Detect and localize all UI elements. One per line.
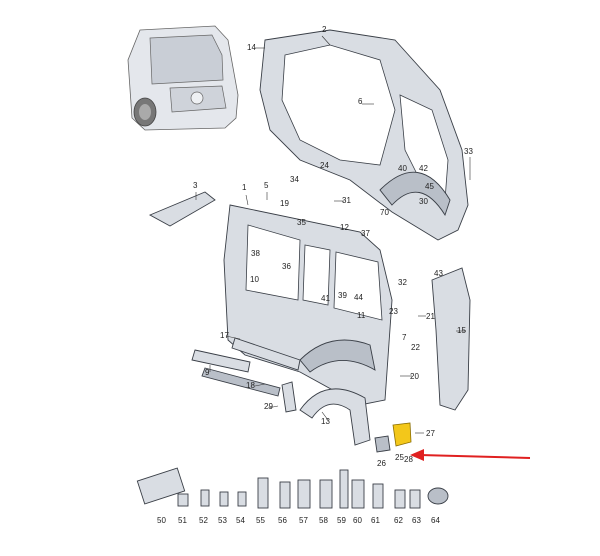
callout-label: 53 [218, 516, 227, 525]
callout-label: 52 [199, 516, 208, 525]
callout-label: 33 [464, 147, 473, 156]
callout-label: 5 [264, 181, 269, 190]
callout-label: 61 [371, 516, 380, 525]
callout-label: 29 [264, 402, 273, 411]
callout-label: 15 [457, 326, 466, 335]
callout-labels: 1 2 3 5 6 7 9 10 11 12 13 14 15 17 18 19… [157, 25, 473, 525]
callout-label: 44 [354, 293, 363, 302]
wheel-arch-liner [299, 388, 371, 446]
sill-strip-18 [201, 367, 281, 397]
callout-label: 59 [337, 516, 346, 525]
callout-label: 37 [361, 229, 370, 238]
callout-label: 56 [278, 516, 287, 525]
callout-label: 30 [419, 197, 428, 206]
sill-strip-9 [191, 349, 251, 373]
callout-label: 9 [205, 368, 210, 377]
leader-lines [195, 35, 471, 434]
callout-label: 40 [398, 164, 407, 173]
highlighted-part-25[interactable] [392, 422, 412, 447]
callout-label: 17 [220, 331, 229, 340]
callout-label: 62 [394, 516, 403, 525]
callout-label: 14 [247, 43, 256, 52]
vehicle-thumbnail [127, 25, 239, 131]
callout-label: 2 [322, 25, 327, 34]
callout-label: 28 [404, 455, 413, 464]
callout-label: 20 [410, 372, 419, 381]
callout-label: 18 [246, 381, 255, 390]
callout-label: 25 [395, 453, 404, 462]
callout-label: 19 [280, 199, 289, 208]
callout-label: 55 [256, 516, 265, 525]
callout-label: 6 [358, 97, 363, 106]
callout-label: 12 [340, 223, 349, 232]
callout-label: 21 [426, 312, 435, 321]
callout-label: 27 [426, 429, 435, 438]
callout-label: 43 [434, 269, 443, 278]
callout-label: 51 [178, 516, 187, 525]
callout-label: 41 [321, 294, 330, 303]
highlight-arrow [410, 449, 531, 461]
callout-label: 23 [389, 307, 398, 316]
roof-rail-strip [148, 191, 216, 227]
callout-label: 70 [380, 208, 389, 217]
callout-label: 24 [320, 161, 329, 170]
callout-label: 50 [157, 516, 166, 525]
hardware-row [136, 467, 449, 509]
callout-label: 38 [251, 249, 260, 258]
callout-label: 22 [411, 343, 420, 352]
callout-label: 32 [398, 278, 407, 287]
sill-strip-17 [231, 337, 301, 371]
callout-label: 57 [299, 516, 308, 525]
callout-label: 1 [242, 183, 247, 192]
callout-label: 39 [338, 291, 347, 300]
callout-label: 11 [357, 311, 366, 320]
callout-label: 45 [425, 182, 434, 191]
callout-label: 7 [402, 333, 407, 342]
callout-label: 34 [290, 175, 299, 184]
callout-label: 35 [297, 218, 306, 227]
callout-label: 26 [377, 459, 386, 468]
bracket-29 [281, 381, 297, 413]
upper-side-panel [259, 29, 469, 241]
callout-label: 3 [193, 181, 198, 190]
callout-label: 13 [321, 417, 330, 426]
callout-label: 58 [319, 516, 328, 525]
callout-label: 36 [282, 262, 291, 271]
bracket-26 [374, 435, 391, 453]
callout-label: 42 [419, 164, 428, 173]
callout-label: 31 [342, 196, 351, 205]
rear-pillar-panel [431, 267, 471, 411]
callout-label: 60 [353, 516, 362, 525]
callout-label: 63 [412, 516, 421, 525]
callout-label: 54 [236, 516, 245, 525]
callout-label: 64 [431, 516, 440, 525]
callout-label: 10 [250, 275, 259, 284]
